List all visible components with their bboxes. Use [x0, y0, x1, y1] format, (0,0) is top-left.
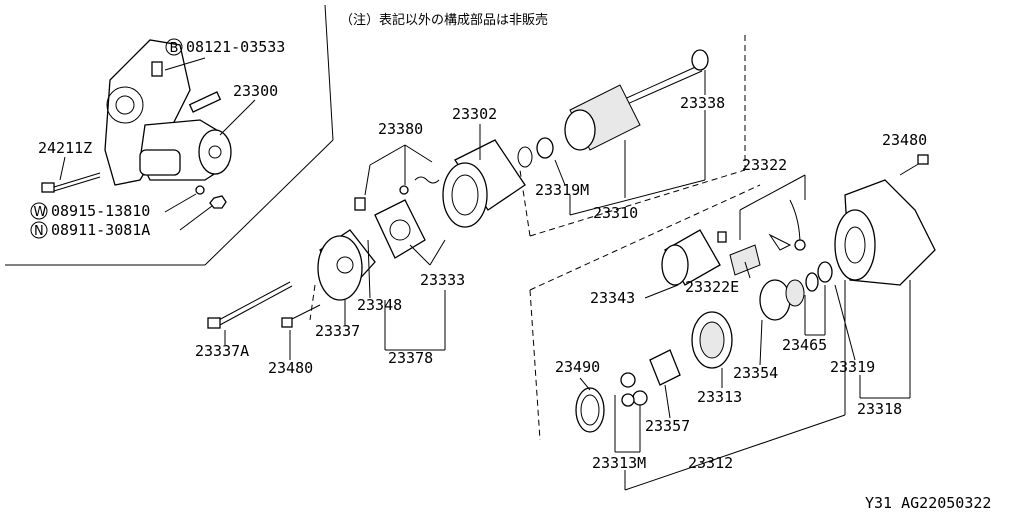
planetary-gear-icon [620, 349, 681, 407]
callout-23337: 23337 [315, 322, 360, 340]
callout-bolt-b: B 08121-03533 [164, 38, 285, 71]
gasket-ring-icon [575, 387, 605, 433]
callout-b-prefix: B [170, 41, 179, 56]
nut-icon [209, 195, 227, 209]
callout-23357: 23357 [645, 417, 690, 435]
callout-washer-w: W 08915-13810 [30, 193, 197, 220]
callout-bolt-b-label: 08121-03533 [186, 38, 285, 56]
callout-23310: 23310 [593, 204, 638, 222]
callout-23480-bottom: 23480 [268, 359, 313, 377]
callout-washer-w-label: 08915-13810 [51, 202, 150, 220]
callout-23318: 23318 [857, 400, 902, 418]
callout-23480-top: 23480 [882, 131, 927, 149]
callout-starter-assy: 23300 [233, 82, 278, 100]
callout-nut-n-label: 08911-3081A [51, 221, 150, 239]
callout-23465: 23465 [782, 336, 827, 354]
through-bolt-icon [207, 281, 293, 329]
callout-23319: 23319 [830, 358, 875, 376]
footer-code: Y31 AG22050322 [865, 494, 991, 512]
callout-23322: 23322 [742, 156, 787, 174]
solenoid-illustration [661, 229, 727, 286]
callout-23378: 23378 [388, 349, 433, 367]
callout-23380: 23380 [378, 120, 423, 138]
washer-icon [195, 185, 205, 195]
brush-holder-illustration [374, 199, 426, 259]
gear-housing-illustration [834, 179, 936, 286]
callout-23319m: 23319M [535, 181, 589, 199]
callout-23313: 23313 [697, 388, 742, 406]
callout-23343: 23343 [590, 289, 635, 307]
rear-cover-illustration [317, 229, 376, 301]
bolt-icon [151, 61, 222, 113]
housing-bolt-icon [899, 154, 929, 176]
callout-23337a: 23337A [195, 342, 249, 360]
callout-23313m: 23313M [592, 454, 646, 472]
internal-gear-illustration [691, 311, 733, 369]
callout-nut-n: N 08911-3081A [30, 205, 213, 239]
callout-23348: 23348 [357, 296, 402, 314]
lever-parts-icon [729, 199, 806, 276]
callout-23354: 23354 [733, 364, 778, 382]
starter-assembly-illustration [139, 119, 232, 181]
callout-n-prefix: N [34, 224, 44, 239]
pinion-clutch-illustration [759, 261, 833, 321]
callout-harness: 24211Z [38, 139, 92, 157]
yoke-illustration [442, 139, 526, 228]
callout-23312: 23312 [688, 454, 733, 472]
callout-23302: 23302 [452, 105, 497, 123]
armature-illustration [517, 49, 709, 168]
inset-frame [5, 4, 334, 266]
callout-w-prefix: W [34, 205, 47, 220]
callout-23322e: 23322E [685, 278, 739, 296]
screw-icon [281, 284, 321, 328]
brush-spring-icon [354, 176, 440, 211]
harness-clip-icon [41, 172, 101, 193]
callout-23490: 23490 [555, 358, 600, 376]
callout-23338: 23338 [680, 94, 725, 112]
callout-23333: 23333 [420, 271, 465, 289]
drive-box [529, 184, 761, 441]
note-text: （注）表記以外の構成部品は非販売 [340, 12, 548, 28]
